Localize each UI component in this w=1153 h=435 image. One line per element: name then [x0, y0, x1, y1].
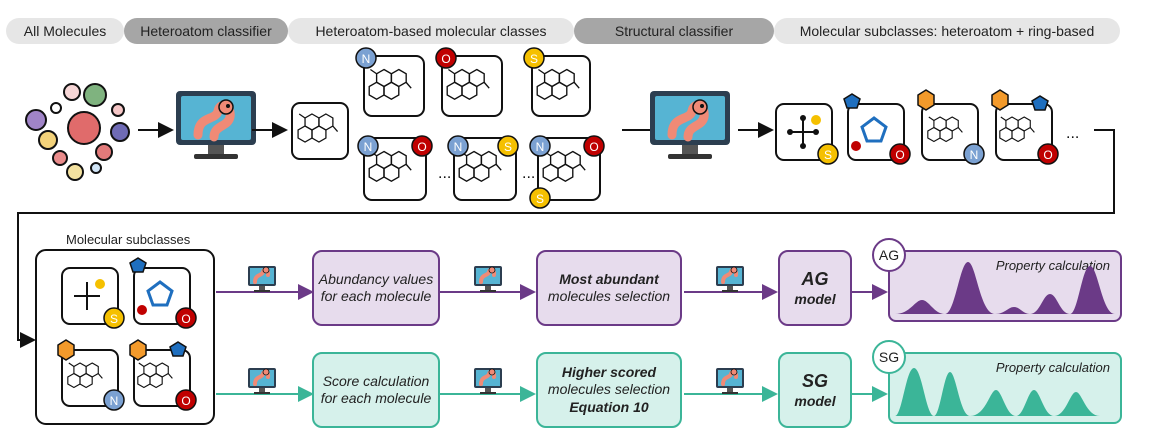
ag-step1-line2: for each molecule	[320, 288, 432, 304]
class-box-ns: N S	[447, 135, 519, 201]
svg-text:O: O	[181, 312, 190, 326]
sg-badge: SG	[872, 340, 906, 374]
sg-step2-line3: Equation 10	[569, 398, 649, 415]
sg-panel-title: Property calculation	[995, 360, 1110, 375]
atom-o: O	[441, 52, 450, 66]
ag-step1-box: Abundancy values for each molecule	[312, 250, 440, 326]
ag-model-line2: model	[794, 290, 836, 307]
svg-text:N: N	[970, 148, 979, 162]
heteroatom-classifier-icon	[176, 91, 256, 159]
sg-model-line1: SG	[801, 371, 828, 391]
pill-all-molecules: All Molecules	[6, 18, 124, 44]
sg-model-box: SG model	[778, 352, 852, 428]
class-box-nos: N O S	[529, 135, 605, 209]
class-box-n: N	[355, 47, 425, 117]
ag-model-line1: AG	[801, 269, 829, 289]
sg-step2-line2: molecules selection	[547, 381, 671, 398]
ag-peaks	[895, 262, 1115, 314]
svg-text:N: N	[454, 140, 463, 154]
sg-step1-line1: Score calculation	[322, 372, 430, 389]
pill-structural-classifier: Structural classifier	[574, 18, 774, 44]
subclass-box-o2: O	[991, 89, 1059, 165]
svg-text:S: S	[536, 192, 544, 206]
pill-molecular-subclasses: Molecular subclasses: heteroatom + ring-…	[774, 18, 1120, 44]
sg-step1-box: Score calculation for each molecule	[312, 352, 440, 428]
ag-step1-line1: Abundancy values	[318, 270, 434, 287]
svg-text:O: O	[895, 148, 904, 162]
subclass-box-n: N	[917, 89, 985, 165]
class-box-o: O	[435, 47, 503, 117]
class-box-s: S	[523, 47, 591, 117]
ellipsis-2: ...	[522, 165, 535, 182]
svg-text:S: S	[110, 312, 118, 326]
atom-n: N	[362, 52, 371, 66]
ag-step2-line2: molecules selection	[547, 288, 671, 304]
svg-text:O: O	[1043, 148, 1052, 162]
ellipsis-1: ...	[438, 165, 451, 182]
svg-text:N: N	[110, 394, 119, 408]
svg-text:S: S	[504, 140, 512, 154]
svg-text:O: O	[589, 140, 598, 154]
subclass-box-o: O	[843, 93, 911, 165]
ag-panel-title: Property calculation	[995, 258, 1110, 273]
class-box-no: N O	[357, 135, 433, 201]
sg-step1-line2: for each molecule	[320, 390, 432, 406]
generic-molecule-box	[291, 102, 349, 160]
molecule-cloud	[25, 83, 130, 181]
pill-heteroatom-classes: Heteroatom-based molecular classes	[288, 18, 574, 44]
sg-step2-box: Higher scored molecules selection Equati…	[536, 352, 682, 428]
sg-flow	[216, 366, 888, 402]
ag-model-box: AG model	[778, 250, 852, 326]
subclasses-label: Molecular subclasses	[66, 232, 191, 247]
sg-step2-line1: Higher scored	[561, 363, 657, 380]
pill-heteroatom-classifier: Heteroatom classifier	[124, 18, 288, 44]
sg-property-panel: Property calculation	[888, 352, 1122, 424]
ag-badge: AG	[872, 238, 906, 272]
ag-step2-line1: Most abundant	[559, 270, 659, 287]
svg-text:S: S	[824, 148, 832, 162]
svg-text:N: N	[536, 140, 545, 154]
structural-classifier-icon	[650, 91, 730, 159]
ag-step2-box: Most abundant molecules selection	[536, 250, 682, 326]
ellipsis-3: ...	[1066, 125, 1079, 142]
svg-text:N: N	[364, 140, 373, 154]
svg-text:O: O	[181, 394, 190, 408]
atom-s: S	[530, 52, 538, 66]
subclasses-group: S O N O	[35, 249, 215, 425]
sg-peaks	[895, 368, 1115, 416]
subclass-box-s: S	[775, 103, 839, 165]
ag-property-panel: Property calculation	[888, 250, 1122, 322]
sg-model-line2: model	[794, 392, 836, 409]
svg-text:O: O	[417, 140, 426, 154]
ag-flow	[216, 264, 888, 300]
